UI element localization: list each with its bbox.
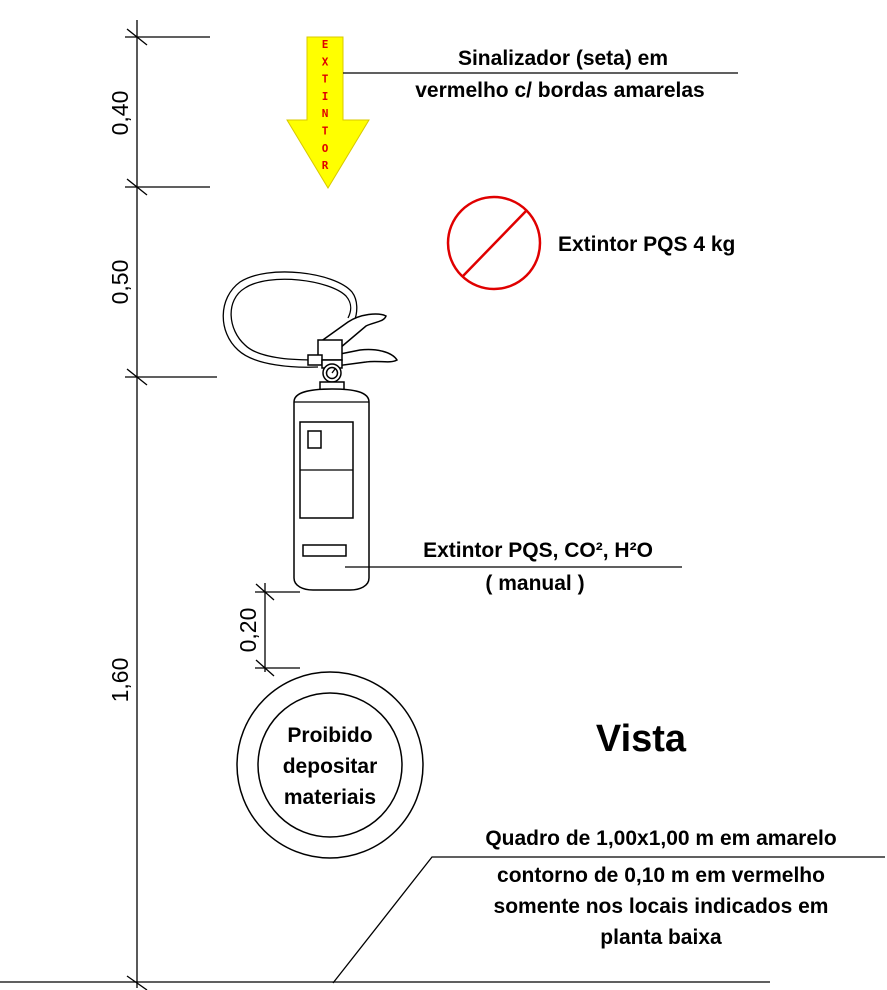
prohibited-text-line1: Proibido	[287, 724, 372, 747]
extinguisher-label-line2: ( manual )	[485, 572, 584, 595]
arrow-sign-letter: O	[322, 142, 329, 155]
frame-note-line4: planta baixa	[600, 926, 722, 949]
prohibited-text-line2: depositar	[283, 755, 378, 778]
dimension-text-small: 0,20	[235, 608, 261, 653]
arrow-sign-letter: T	[322, 73, 329, 86]
prohibited-deposit-sign	[236, 671, 424, 859]
dimension-text-bottom: 1,60	[107, 658, 133, 703]
view-title: Vista	[596, 718, 687, 760]
arrow-sign-letter: I	[322, 90, 329, 103]
arrow-sign-letter: T	[322, 125, 329, 138]
arrow-sign-letter: R	[322, 159, 329, 172]
dimension-text-top: 0,40	[107, 91, 133, 136]
arrow-sign-icon	[286, 36, 370, 189]
frame-note-line1: Quadro de 1,00x1,00 m em amarelo	[485, 827, 836, 850]
arrow-sign-letter: X	[322, 55, 329, 68]
extinguisher-label-line1: Extintor PQS, CO², H²O	[423, 539, 653, 562]
frame-note-line3: somente nos locais indicados em	[494, 895, 829, 918]
frame-note-leader	[332, 856, 885, 984]
frame-note-line2: contorno de 0,10 m em vermelho	[497, 864, 825, 887]
no-symbol-icon	[446, 195, 542, 291]
dimension-text-middle: 0,50	[107, 260, 133, 305]
prohibited-text-line3: materiais	[284, 786, 376, 809]
arrow-sign-letter: N	[322, 107, 329, 120]
pqs-4kg-label: Extintor PQS 4 kg	[558, 233, 735, 256]
arrow-sign-letter: E	[322, 38, 329, 51]
main-dimension-line	[125, 20, 217, 990]
small-dimension	[255, 583, 300, 677]
fire-extinguisher-icon	[222, 271, 399, 591]
arrow-label-line2: vermelho c/ bordas amarelas	[415, 79, 704, 102]
arrow-label-line1: Sinalizador (seta) em	[458, 47, 668, 70]
